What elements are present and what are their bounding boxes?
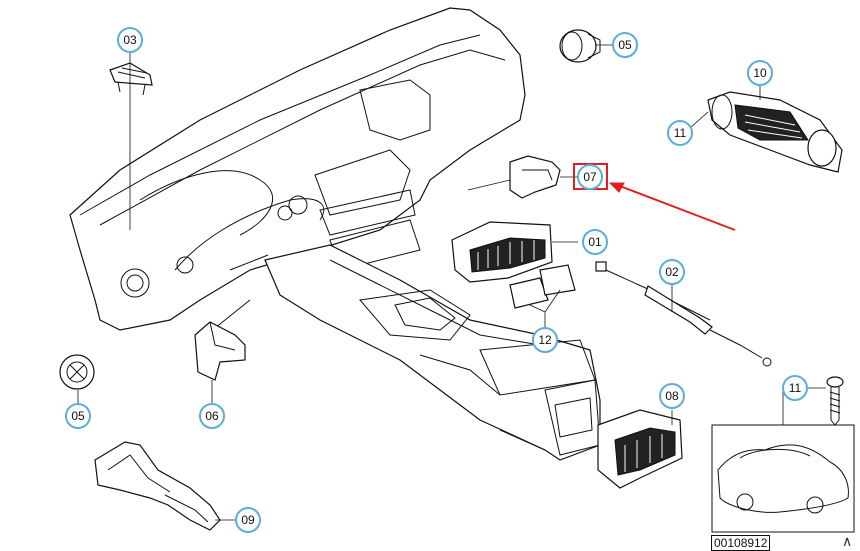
svg-text:01: 01	[588, 235, 602, 249]
svg-text:05: 05	[71, 409, 85, 423]
leader-lines	[77, 44, 826, 521]
part-05-bottom-grommet	[59, 354, 95, 390]
svg-text:10: 10	[753, 66, 767, 80]
car-inset	[711, 424, 855, 533]
svg-text:11: 11	[674, 126, 687, 140]
part-02-cable	[595, 261, 772, 367]
part-06-bracket	[194, 321, 246, 381]
callout-05-top[interactable]: 05	[612, 32, 638, 58]
arrow-head	[608, 182, 625, 193]
callout-02[interactable]: 02	[659, 259, 685, 285]
callout-09[interactable]: 09	[235, 507, 261, 533]
callout-12[interactable]: 12	[532, 327, 558, 353]
callout-11-vent[interactable]: 11	[667, 120, 693, 146]
highlight-arrow	[611, 182, 736, 231]
part-05-top-grommet	[559, 29, 601, 63]
part-12-pads	[509, 264, 576, 309]
catalog-id-label: 00108912	[711, 535, 771, 551]
center-console-illustration	[264, 244, 601, 461]
svg-text:03: 03	[123, 33, 137, 47]
part-03-clip	[109, 62, 153, 96]
callout-08[interactable]: 08	[659, 383, 685, 409]
part-10-side-vent	[707, 91, 843, 173]
dashboard-illustration	[69, 7, 526, 341]
svg-text:08: 08	[665, 389, 679, 403]
part-11-screw	[826, 376, 844, 426]
svg-text:09: 09	[241, 513, 255, 527]
callout-11-screw[interactable]: 11	[782, 375, 808, 401]
callout-05-bottom[interactable]: 05	[65, 403, 91, 429]
svg-text:11: 11	[789, 381, 802, 395]
svg-text:07: 07	[583, 170, 597, 184]
callout-01[interactable]: 01	[582, 229, 608, 255]
svg-text:05: 05	[618, 38, 632, 52]
callout-03[interactable]: 03	[117, 27, 143, 53]
svg-text:06: 06	[205, 409, 219, 423]
svg-text:12: 12	[538, 333, 552, 347]
part-09-curved-duct	[94, 441, 221, 531]
callout-06[interactable]: 06	[199, 403, 225, 429]
part-08-rear-vent	[597, 409, 683, 489]
callout-07[interactable]: 07	[577, 164, 603, 190]
svg-text:02: 02	[665, 265, 679, 279]
part-01-center-vent	[451, 221, 553, 283]
part-07-duct	[509, 155, 561, 199]
callout-10[interactable]: 10	[747, 60, 773, 86]
chevron-up-icon[interactable]: ∧	[842, 533, 853, 549]
